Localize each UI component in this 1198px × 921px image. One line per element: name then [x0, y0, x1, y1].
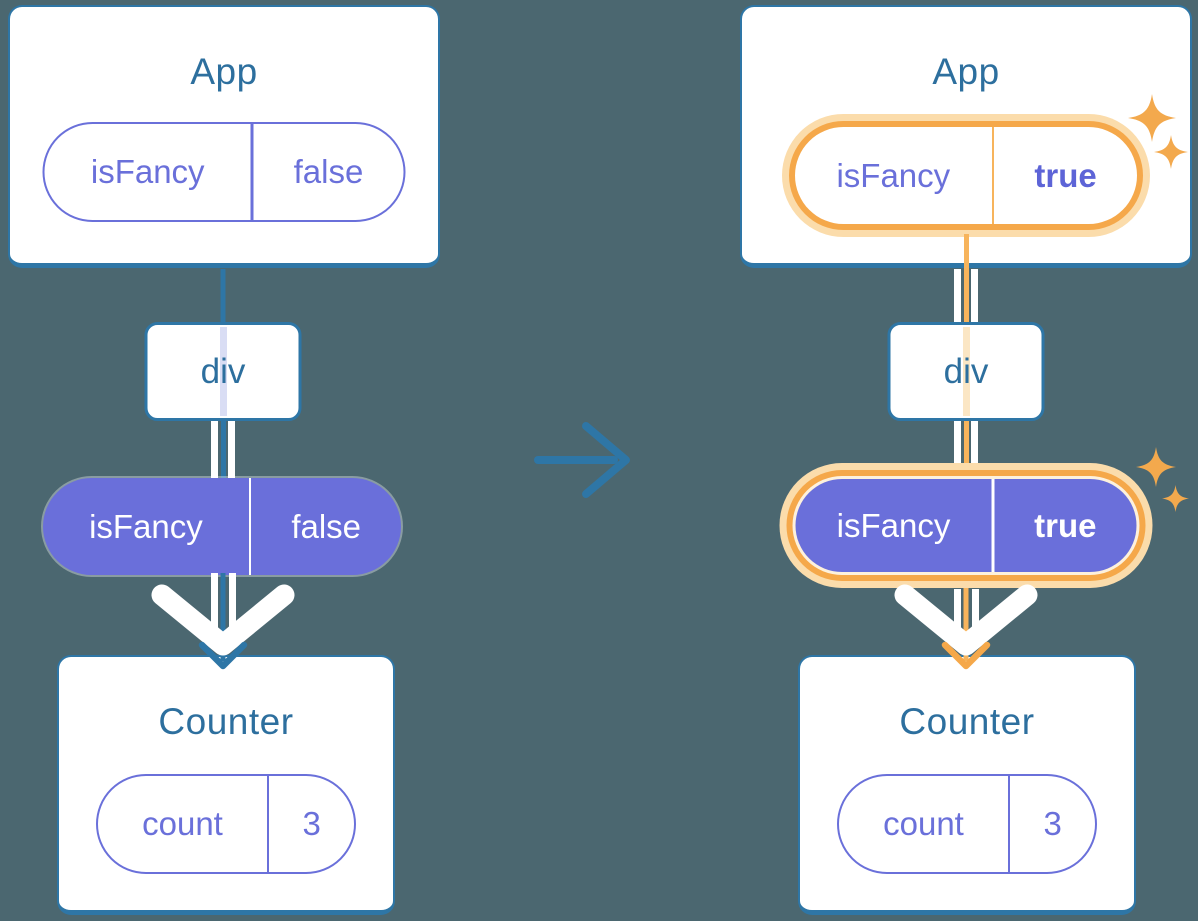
- state-key: count: [142, 805, 223, 842]
- connector-app-to-div: [954, 269, 978, 324]
- pass-down-arrow-icon: [894, 584, 1038, 670]
- connector-div-to-prop: [954, 421, 978, 465]
- state-pill-count-after: count 3: [837, 774, 1097, 874]
- div-box-before: div: [144, 322, 302, 421]
- pill-divider: [991, 127, 995, 224]
- state-key: isFancy: [90, 153, 205, 190]
- state-key: count: [883, 805, 964, 842]
- counter-card-before: Counter count 3: [57, 655, 395, 915]
- connector-div-to-prop: [211, 421, 235, 480]
- component-title: App: [190, 51, 258, 92]
- sparkle-icon: [1154, 135, 1188, 169]
- highlight-ring: isFancy true: [789, 121, 1143, 230]
- pill-divider: [248, 478, 252, 575]
- connector-pill-to-card-edge: [954, 234, 978, 272]
- state-pill-isfancy-after-highlighted: isFancy true: [782, 114, 1150, 237]
- prop-value: false: [291, 507, 362, 545]
- counter-card-after: Counter count 3: [798, 655, 1136, 915]
- prop-pill-isfancy-before: isFancy false: [43, 478, 401, 575]
- component-title: Counter: [158, 701, 294, 742]
- state-value: true: [1034, 156, 1097, 194]
- state-value: false: [293, 153, 364, 190]
- app-card-after: App isFancy true: [740, 5, 1192, 268]
- pill-divider: [1007, 776, 1011, 872]
- pill-divider: [250, 124, 254, 220]
- prop-key: isFancy: [836, 506, 951, 544]
- state-key: isFancy: [836, 156, 951, 194]
- state-value: 3: [302, 805, 321, 842]
- pill-divider: [991, 479, 995, 572]
- prop-pass-line: [962, 327, 970, 416]
- app-card-before: App isFancy false: [8, 5, 440, 268]
- sparkle-icon: [1128, 94, 1176, 142]
- pill-divider: [266, 776, 270, 872]
- state-value: 3: [1043, 805, 1062, 842]
- pass-down-arrow-icon: [151, 573, 295, 670]
- prop-key: isFancy: [89, 507, 203, 545]
- highlight-ring: isFancy true: [786, 470, 1146, 581]
- div-label: div: [943, 351, 989, 391]
- sparkle-icon: [1136, 447, 1176, 487]
- prop-pill-isfancy-after-highlighted: isFancy true: [779, 463, 1153, 588]
- state-pill-isfancy-before: isFancy false: [42, 122, 406, 222]
- div-label: div: [200, 351, 246, 391]
- prop-pass-line: [219, 327, 227, 416]
- connector-app-to-div: [220, 269, 226, 324]
- component-title: Counter: [899, 701, 1035, 742]
- right-arrow-icon: [534, 422, 630, 498]
- prop-value: true: [1034, 506, 1097, 544]
- sparkle-icon: [1162, 485, 1189, 512]
- component-title: App: [932, 51, 1000, 92]
- state-pill-count-before: count 3: [96, 774, 356, 874]
- div-box-after: div: [887, 322, 1045, 421]
